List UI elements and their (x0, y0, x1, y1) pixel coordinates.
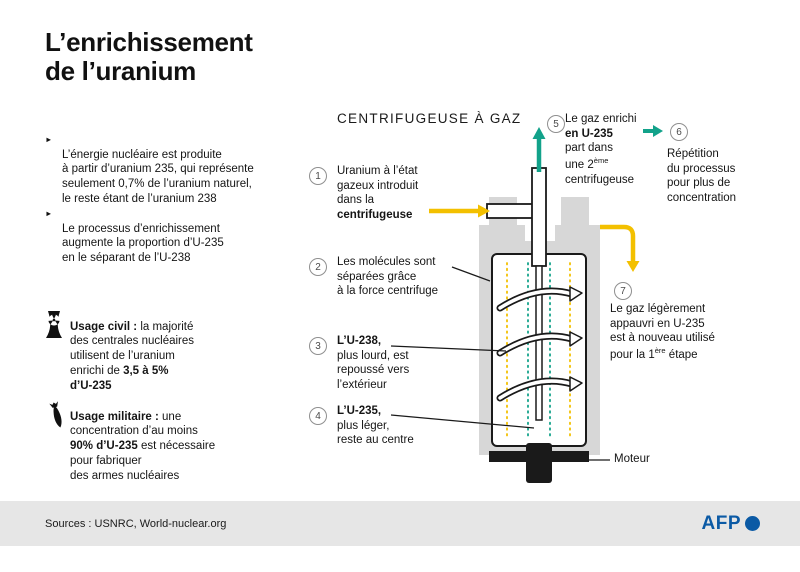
usage-civil-label: Usage civil : (70, 320, 138, 333)
intro-bullet-1-text: L’énergie nucléaire est produite à parti… (62, 148, 254, 205)
usage-military-text: Usage militaire : une concentration d’au… (70, 410, 216, 483)
uranium-inlet-arrow (429, 204, 490, 218)
bullet-arrow-icon: ► (45, 135, 53, 144)
afp-logo: AFP (701, 512, 760, 535)
diagram-heading: CENTRIFUGEUSE À GAZ (337, 111, 522, 126)
step-1-text: Uranium à l’état gazeux introduit dans l… (337, 165, 419, 222)
motor-label: Moteur (614, 453, 650, 465)
step-7-text: Le gaz légèrement appauvri en U-235 est … (610, 303, 715, 361)
step-2-badge: 2 (309, 258, 327, 276)
step-6-text: Répétition du processus pour plus de con… (667, 148, 737, 205)
step-5-text: Le gaz enrichi en U-235 part dans une 2è… (565, 113, 637, 186)
motor (489, 443, 589, 483)
step-7-badge: 7 (614, 282, 632, 300)
step-4-text: L’U-235, plus léger, reste au centre (337, 405, 414, 447)
footer-bar: Sources : USNRC, World-nuclear.org AFP (0, 501, 800, 546)
afp-logo-globe-icon (745, 516, 760, 531)
enriched-gas-up-arrow (532, 127, 546, 172)
afp-logo-text: AFP (701, 512, 741, 534)
bomb-icon (49, 401, 62, 428)
step-6-badge: 6 (670, 123, 688, 141)
step-4-badge: 4 (309, 407, 327, 425)
intro-bullet-1: ► L’énergie nucléaire est produite à part… (45, 133, 312, 207)
intro-bullet-2: ► Le processus d’enrichissement augmente … (45, 207, 312, 266)
annotation-connector-lines (390, 266, 610, 461)
step-2-text: Les molécules sont séparées grâce à la f… (337, 256, 439, 298)
step-3-badge: 3 (309, 337, 327, 355)
gas-pipes (486, 167, 547, 421)
step-3-text: L’U-238, plus lourd, est repoussé vers l… (337, 335, 410, 392)
centrifuge-swirl-arrows (496, 286, 583, 402)
depleted-gas-elbow-arrow (600, 224, 640, 272)
intro-bullet-2-text: Le processus d’enrichissement augmente l… (62, 222, 224, 265)
sources-text: Sources : USNRC, World-nuclear.org (45, 517, 227, 530)
step-5-badge: 5 (547, 115, 565, 133)
next-centrifuge-arrow (643, 125, 663, 137)
usage-military-label: Usage militaire : (70, 410, 159, 423)
step-1-badge: 1 (309, 167, 327, 185)
usage-civil-text: Usage civil : la majorité des centrales … (70, 320, 195, 393)
nuclear-plant-icon (46, 311, 62, 338)
page-title: L’enrichissement de l’uranium (45, 27, 253, 87)
bullet-arrow-icon: ► (45, 209, 53, 218)
